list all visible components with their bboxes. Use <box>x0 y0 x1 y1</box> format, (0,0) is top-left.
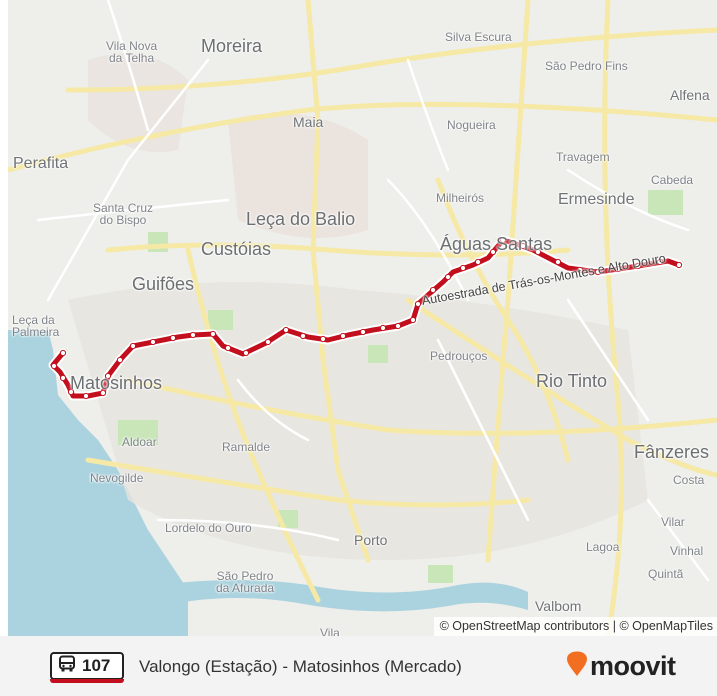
place-label: Cabeda <box>651 173 694 187</box>
urban-area <box>228 113 368 238</box>
place-label: Moreira <box>201 36 263 56</box>
park <box>208 310 233 330</box>
place-label: Custóias <box>201 239 272 259</box>
place-label: Leça da Palmeira <box>12 313 60 339</box>
sea <box>8 330 188 636</box>
place-label: Vila Nova da Telha <box>106 39 158 65</box>
place-label: Matosinhos <box>70 373 163 393</box>
place-label: Costa <box>673 473 705 487</box>
bus-route <box>48 235 684 401</box>
place-label: Fânzeres <box>634 442 710 462</box>
place-label: Pedrouços <box>430 349 488 363</box>
bus-icon <box>58 655 76 678</box>
place-label: Silva Escura <box>445 30 512 44</box>
place-label: Vilar <box>661 515 685 529</box>
place-label: Santa Cruz do Bispo <box>93 201 154 227</box>
place-label: Porto <box>354 532 388 548</box>
place-label: São Pedro da Afurada <box>216 569 275 595</box>
location-pin-icon <box>566 651 588 682</box>
park <box>368 345 388 363</box>
place-label: Valbom <box>535 598 582 614</box>
place-label: Lordelo do Ouro <box>165 521 252 535</box>
place-label: Perafita <box>13 155 69 172</box>
place-label: Milheirós <box>436 191 485 205</box>
place-label: Lagoa <box>586 540 620 554</box>
map-canvas <box>8 0 717 636</box>
place-label: Travagem <box>556 150 610 164</box>
park <box>118 420 158 445</box>
brand-name: moovit <box>590 651 676 681</box>
route-stops <box>50 236 683 400</box>
route-map[interactable]: Vila Nova da Telha Moreira Silva Escura … <box>8 0 717 636</box>
map-attribution[interactable]: © OpenStreetMap contributors | © OpenMap… <box>433 617 717 636</box>
route-name: Valongo (Estação) - Matosinhos (Mercado) <box>139 657 462 676</box>
place-label: São Pedro Fins <box>545 59 628 73</box>
place-label: Maia <box>293 114 324 130</box>
route-footer: 107 Valongo (Estação) - Matosinhos (Merc… <box>0 636 717 696</box>
place-label: Leça do Balio <box>246 209 356 229</box>
river-douro <box>158 580 528 612</box>
park <box>648 190 683 215</box>
urban-area <box>88 53 188 153</box>
route-number: 107 <box>82 656 111 675</box>
place-label: Ramalde <box>222 440 271 454</box>
major-roads <box>8 0 717 636</box>
route-badge: 107 <box>50 652 124 683</box>
place-label: Águas Santas <box>440 234 553 254</box>
place-label: Quintã <box>648 567 684 581</box>
place-label: Vinhal <box>670 544 704 558</box>
place-label: Vila <box>320 626 340 636</box>
route-color-bar <box>50 679 124 683</box>
place-label: Alfena <box>670 87 710 103</box>
place-label: Ermesinde <box>558 191 635 208</box>
park <box>428 565 453 583</box>
place-label: Aldoar <box>122 435 157 449</box>
place-label: Nogueira <box>447 118 496 132</box>
minor-roads <box>36 0 710 582</box>
place-label: Rio Tinto <box>536 371 608 391</box>
place-label: Guifões <box>132 274 195 294</box>
moovit-logo[interactable]: moovit <box>566 651 676 682</box>
place-label: Nevogilde <box>90 471 144 485</box>
